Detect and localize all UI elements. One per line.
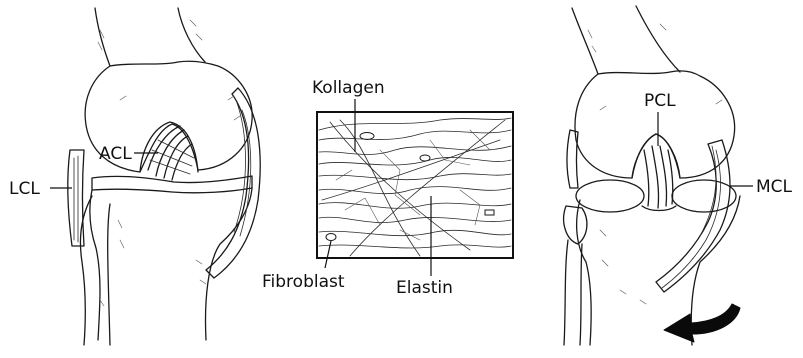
right-knee-drawing bbox=[564, 6, 740, 345]
pcl-ligament bbox=[642, 146, 676, 211]
elastin-label: Elastin bbox=[396, 278, 453, 298]
lcl-label: LCL bbox=[9, 179, 40, 199]
meniscus-lateral bbox=[576, 180, 644, 212]
acl-label: ACL bbox=[99, 144, 132, 164]
fibroblast-label: Fibroblast bbox=[262, 272, 345, 292]
lcl-fibres bbox=[74, 156, 78, 242]
tissue-sample-box bbox=[317, 112, 513, 258]
meniscus-medial bbox=[672, 180, 736, 212]
fibula-head-r bbox=[564, 206, 587, 244]
pcl-label: PCL bbox=[644, 91, 676, 111]
mcl-label: MCL bbox=[756, 177, 793, 197]
femur-right-edge-r bbox=[636, 6, 680, 72]
fibula-shaft-r bbox=[564, 240, 582, 345]
fibula-right-edge bbox=[108, 204, 110, 345]
tibia-left-edge bbox=[90, 190, 100, 340]
femur-left-edge bbox=[95, 8, 110, 66]
tissue-frame bbox=[317, 112, 513, 258]
femur-left-edge-r bbox=[572, 8, 598, 74]
kollagen-label: Kollagen bbox=[312, 78, 385, 98]
rotation-arrow-icon bbox=[664, 304, 740, 342]
femur-right-edge bbox=[178, 8, 205, 62]
tibia-left-edge-r bbox=[577, 200, 592, 345]
left-knee-drawing bbox=[68, 8, 260, 345]
